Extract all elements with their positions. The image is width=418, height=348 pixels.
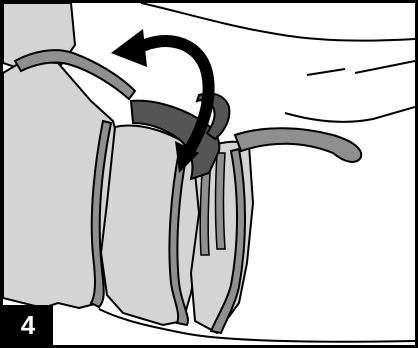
- strap-right: [235, 128, 361, 162]
- garment-outline-mid: [285, 107, 415, 122]
- step-number-badge: 4: [3, 305, 53, 345]
- garment-outline-top: [141, 3, 415, 41]
- tie-strand-2: [216, 153, 226, 249]
- garment-outline-dash-2: [307, 69, 345, 75]
- garment-outline-dash-1: [355, 61, 415, 73]
- tying-illustration: [3, 3, 415, 345]
